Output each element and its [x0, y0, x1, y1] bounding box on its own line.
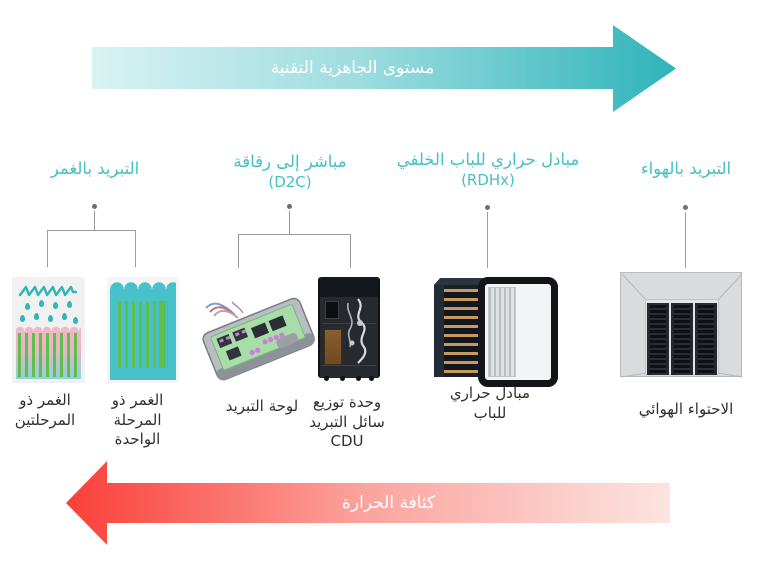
rear-door-hx-illustration: [432, 275, 558, 387]
connector-stem-immersion: [94, 211, 95, 230]
cold-plate-illustration: [202, 292, 316, 388]
header-rdhx-line2: (RDHx): [461, 170, 515, 189]
rear-door: [478, 277, 558, 387]
server-board-wide: [159, 301, 166, 368]
header-rear-door-hx: مبادل حراري للباب الخلفي (RDHx): [381, 149, 595, 191]
cdu-caster: [356, 376, 361, 381]
aisle-containment-illustration: [620, 272, 743, 378]
label-line: CDU: [330, 432, 364, 450]
header-air-line1: التبريد بالهواء: [640, 159, 732, 178]
label-line: الغمر ذو: [19, 391, 71, 409]
cdu-top-unit: [320, 277, 378, 297]
label-two-phase-immersion: الغمر ذو المرحلتين: [3, 391, 87, 430]
label-line: الواحدة: [114, 430, 161, 448]
server-boards: [18, 333, 79, 377]
coolant-drop-icon: [53, 302, 58, 309]
cdu-caster: [324, 376, 329, 381]
label-line: المرحلة: [113, 410, 162, 429]
condenser-coil-icon: [18, 285, 78, 297]
label-line: الغمر ذو: [111, 391, 164, 409]
connector-stem-air: [685, 212, 686, 268]
connector-branch-immersion-right: [135, 230, 136, 267]
label-air-containment: الاحتواء الهوائي: [623, 400, 749, 420]
label-cold-plate: لوحة التبريد: [213, 397, 311, 417]
coolant-drop-icon: [20, 315, 25, 322]
header-immersion-cooling: التبريد بالغمر: [15, 158, 175, 180]
coolant-drop-icon: [73, 317, 78, 324]
two-phase-immersion-illustration: [12, 277, 85, 383]
label-single-phase-immersion: الغمر ذو المرحلة الواحدة: [95, 391, 180, 450]
label-line: الاحتواء الهوائي: [638, 400, 734, 418]
label-line: سائل التبريد: [309, 412, 385, 431]
connector-dot-d2c: [287, 204, 292, 209]
label-cdu: وحدة توزيع سائل التبريد CDU: [303, 393, 391, 452]
cdu-caster: [340, 376, 345, 381]
coolant-drop-icon: [62, 313, 67, 320]
connector-dot-immersion: [92, 204, 97, 209]
label-line: وحدة توزيع: [312, 393, 382, 411]
connector-dot-air: [683, 205, 688, 210]
immersion-liquid: [110, 282, 176, 380]
door-grille: [488, 287, 516, 377]
tech-readiness-arrow: مستوى الجاهزية التقنية: [92, 25, 676, 112]
connector-branch-d2c-left: [238, 234, 239, 268]
cdu-panel: [325, 301, 339, 319]
header-air-cooling: التبريد بالهواء: [613, 158, 759, 180]
coolant-drop-icon: [39, 300, 44, 307]
label-line: لوحة التبريد: [225, 397, 299, 415]
tech-readiness-arrow-label: مستوى الجاهزية التقنية: [270, 58, 435, 78]
connector-dot-rdhx: [485, 205, 490, 210]
connector-stem-d2c: [289, 211, 290, 234]
label-line: للباب: [473, 403, 507, 422]
connector-stem-rdhx: [487, 212, 488, 268]
header-rdhx-line1: مبادل حراري للباب الخلفي: [396, 150, 580, 169]
label-line: المرحلتين: [14, 410, 76, 429]
label-line: مبادل حراري: [449, 384, 531, 402]
cdu-shelf: [322, 365, 376, 366]
connector-branch-d2c-right: [350, 234, 351, 268]
immersion-bath: [16, 325, 81, 379]
server-rack: [647, 303, 669, 375]
coolant-drop-icon: [48, 315, 53, 322]
server-rack: [695, 303, 717, 375]
cdu-illustration: [318, 277, 380, 381]
header-d2c-line2: (D2C): [268, 172, 312, 191]
cdu-caster: [369, 376, 374, 381]
aisle-perspective-lines: [621, 273, 743, 378]
header-direct-to-chip: مباشر إلى رقاقة (D2C): [212, 151, 368, 193]
coolant-drop-icon: [25, 303, 30, 310]
connector-bracket-d2c: [238, 234, 350, 235]
coolant-drop-icon: [34, 313, 39, 320]
single-phase-immersion-illustration: [107, 277, 179, 383]
label-rear-door-hx: مبادل حراري للباب: [438, 384, 542, 423]
header-d2c-line1: مباشر إلى رقاقة: [233, 152, 347, 171]
heat-density-arrow-label: كثافة الحرارة: [341, 492, 436, 513]
cdu-copper-tank: [324, 329, 342, 365]
heat-density-arrow: كثافة الحرارة: [66, 461, 670, 545]
cdu-piping: [346, 298, 367, 364]
cold-plate-graphic: [202, 297, 315, 381]
connector-bracket-immersion: [47, 230, 135, 231]
header-immersion-line1: التبريد بالغمر: [50, 159, 140, 178]
rack-side-panel: [434, 285, 444, 377]
server-rack: [671, 303, 693, 375]
coolant-drop-icon: [67, 301, 72, 308]
connector-branch-immersion-left: [47, 230, 48, 267]
cdu-shelf: [322, 323, 376, 324]
